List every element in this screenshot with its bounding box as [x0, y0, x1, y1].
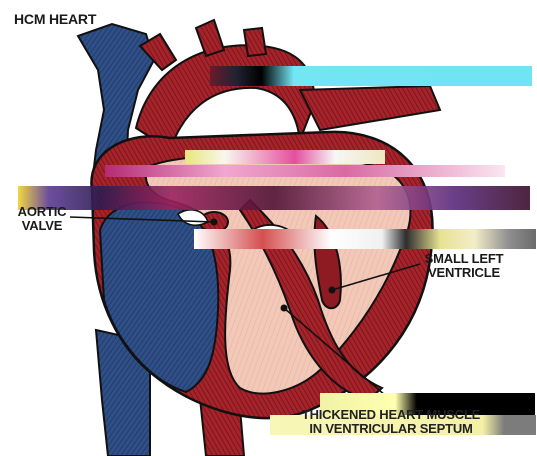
pulmonary-artery	[300, 86, 440, 130]
thickened-septum-label: THICKENED HEART MUSCLE IN VENTRICULAR SE…	[286, 408, 496, 435]
thickened-septum-label-line1: THICKENED HEART MUSCLE	[286, 408, 496, 422]
aortic-valve-label-line1: AORTIC	[12, 205, 72, 219]
thickened-septum-label-line2: IN VENTRICULAR SEPTUM	[286, 422, 496, 436]
small-left-ventricle-label: SMALL LEFT VENTRICLE	[404, 252, 524, 279]
aortic-valve-label-line2: VALVE	[12, 219, 72, 233]
aortic-valve-label: AORTIC VALVE	[12, 205, 72, 232]
aortic-valve-pointer-dot	[211, 219, 218, 226]
small-left-ventricle-label-line2: VENTRICLE	[404, 266, 524, 280]
septum-pointer-dot	[281, 305, 288, 312]
small-left-ventricle-label-line1: SMALL LEFT	[404, 252, 524, 266]
diagram-title: HCM HEART	[14, 12, 96, 27]
subclavian-artery	[244, 28, 266, 56]
carotid-artery	[196, 20, 224, 56]
small-left-pointer-dot	[329, 287, 336, 294]
